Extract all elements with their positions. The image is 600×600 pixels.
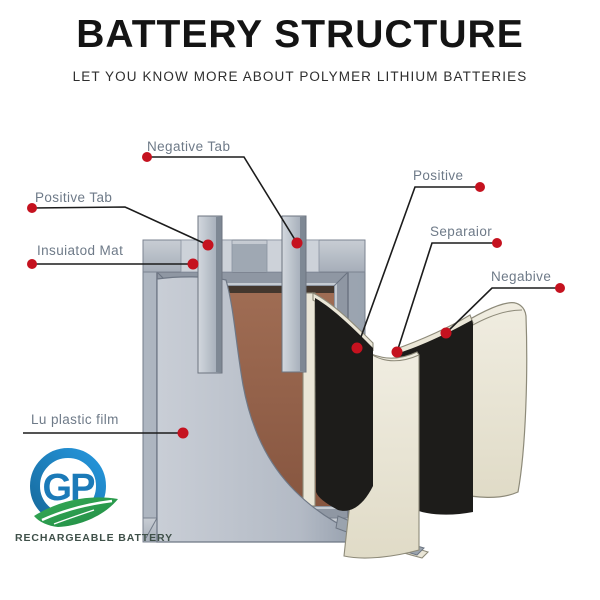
brand-logo: GP <box>30 448 118 527</box>
dot-positive-target <box>351 342 363 354</box>
leader-lines <box>23 156 560 434</box>
positive-tab-metal <box>197 215 223 374</box>
rim-recess <box>232 244 267 272</box>
leader-negative-tab <box>147 156 298 244</box>
leader-negative <box>445 287 560 334</box>
pouch-casing <box>142 215 366 543</box>
marker-dots <box>27 152 565 439</box>
page-subtitle: LET YOU KNOW MORE ABOUT POLYMER LITHIUM … <box>72 69 528 84</box>
leaf-icon <box>34 497 118 527</box>
leader-positive <box>356 186 480 349</box>
dot-negative-tab-target <box>291 237 303 249</box>
label-separator: Separaior <box>430 224 493 239</box>
leader-positive-tab <box>31 206 209 246</box>
dot-insulated-mat-target <box>187 258 199 270</box>
logo-caption: RECHARGEABLE BATTERY <box>15 532 174 544</box>
label-insulated-mat: Insuiatod Mat <box>37 243 124 258</box>
frame-bevel-tr <box>333 271 349 287</box>
dot-insulated-mat-label <box>27 259 37 269</box>
label-positive: Positive <box>413 168 464 183</box>
label-negative: Negabive <box>491 269 552 284</box>
bottom-rim-bevel <box>145 517 158 539</box>
label-negative-tab: Negative Tab <box>147 139 231 154</box>
dot-separator-label <box>492 238 502 248</box>
electrode-stack <box>312 292 528 559</box>
leaf-vein-small <box>53 509 95 525</box>
dot-lu-plastic-film-target <box>177 427 189 439</box>
dot-negative-target <box>440 327 452 339</box>
leaf-vein <box>41 499 113 522</box>
dot-negative-label <box>555 283 565 293</box>
dot-negative-tab-label <box>142 152 152 162</box>
leader-separator <box>396 242 497 353</box>
dot-positive-tab-label <box>27 203 37 213</box>
page-title: BATTERY STRUCTURE <box>76 13 524 56</box>
dot-positive-label <box>475 182 485 192</box>
dot-separator-target <box>391 346 403 358</box>
label-lu-plastic-film: Lu plastic film <box>31 412 119 427</box>
interior-top-shadow <box>171 286 334 293</box>
label-positive-tab: Positive Tab <box>35 190 113 205</box>
dot-positive-tab-target <box>202 239 214 251</box>
